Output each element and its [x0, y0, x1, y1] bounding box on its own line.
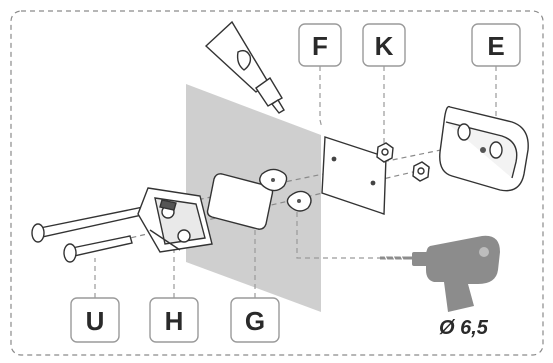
- plate: [321, 136, 387, 215]
- label-box-e: E: [471, 23, 521, 67]
- label-g-text: G: [245, 306, 265, 336]
- label-u-text: U: [86, 306, 105, 336]
- label-box-k: K: [362, 23, 406, 67]
- cover: [439, 105, 529, 192]
- label-box-f: F: [298, 23, 342, 67]
- drill-icon: [380, 235, 500, 312]
- nuts: [376, 142, 430, 182]
- glue-dots: [259, 168, 312, 212]
- label-box-g: G: [230, 297, 280, 343]
- diagram-frame: [10, 10, 544, 356]
- label-e-text: E: [487, 31, 504, 61]
- glue-tube-icon: [204, 20, 285, 114]
- screws: [31, 203, 161, 263]
- label-box-u: U: [70, 297, 120, 343]
- bracket: [137, 187, 213, 253]
- drill-diameter-text: Ø 6,5: [439, 317, 489, 339]
- label-f-text: F: [312, 31, 328, 61]
- label-box-h: H: [149, 297, 199, 343]
- label-leaders: [94, 66, 497, 298]
- label-h-text: H: [165, 306, 184, 336]
- label-k-text: K: [375, 31, 394, 61]
